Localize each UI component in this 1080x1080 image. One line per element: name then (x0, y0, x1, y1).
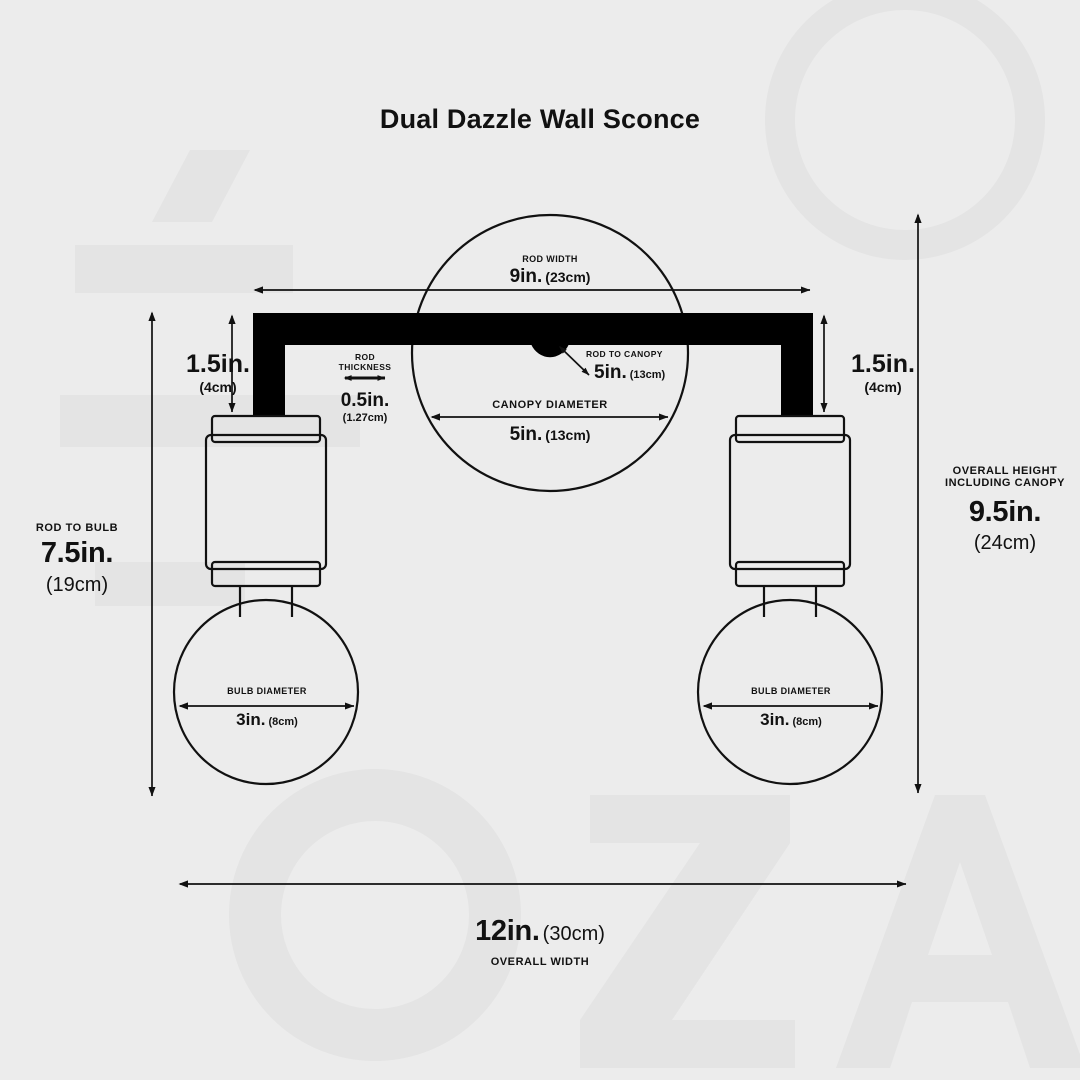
watermark-bar-2 (60, 395, 360, 447)
bulb-diameter-left-label: 3in. (8cm) (177, 710, 357, 729)
rod-to-bulb-caption: ROD TO BULB (35, 522, 119, 534)
rod-width-label: ROD WIDTH 9in. (23cm) (460, 254, 640, 287)
left-bulb-globe (172, 598, 360, 786)
rod-to-bulb-imperial: 7.5in. (40, 537, 114, 570)
page-title: Dual Dazzle Wall Sconce (379, 104, 701, 134)
right-bulb-neck (762, 585, 818, 617)
rod-thickness-label: 0.5in. (1.27cm) (305, 390, 425, 425)
canopy-diameter-metric: (13cm) (545, 427, 591, 443)
rod-to-canopy-imperial: 5in. (594, 361, 627, 383)
right-lamp (696, 414, 884, 786)
rod-width-imperial: 9in. (509, 266, 543, 288)
watermark-bar-1 (75, 245, 293, 293)
bulb-diameter-left-caption: BULB DIAMETER (227, 686, 307, 696)
rod-thickness-caption-block: ROD THICKNESS (305, 352, 425, 372)
canopy-diameter-caption: CANOPY DIAMETER (492, 399, 608, 411)
watermark-letter-z (580, 795, 795, 1068)
overall-height-caption-line1: OVERALL HEIGHT (952, 465, 1058, 477)
rod-width-metric: (23cm) (545, 269, 591, 286)
left-socket-cap-bottom (210, 560, 322, 588)
overall-width-label: 12in. (30cm) OVERALL WIDTH (390, 915, 690, 969)
overall-width-imperial: 12in. (475, 915, 540, 947)
watermark-ring-top (765, 0, 1045, 260)
rod-to-bulb-metric: (19cm) (45, 573, 109, 596)
bulb-diameter-right-metric: (8cm) (792, 716, 822, 728)
watermark-group (60, 0, 1080, 1068)
left-socket-cap-top (210, 414, 322, 444)
watermark-letter-a (836, 795, 1080, 1068)
rod-to-canopy-caption: ROD TO CANOPY (586, 349, 663, 359)
watermark-slash-top (152, 150, 250, 222)
right-socket-cap-bottom (734, 560, 846, 588)
left-bulb-neck (238, 585, 294, 617)
bulb-diameter-right-caption: BULB DIAMETER (751, 686, 831, 696)
overall-height-metric: (24cm) (973, 532, 1037, 555)
rod-thickness-caption-line2: THICKNESS (338, 361, 392, 372)
watermark-letter-o (229, 769, 521, 1061)
bulb-diameter-right-caption-block: BULB DIAMETER (701, 686, 881, 696)
drop-left-metric: (4cm) (199, 379, 237, 395)
bulb-diameter-left-caption-block: BULB DIAMETER (177, 686, 357, 696)
canopy-diameter-caption-block: CANOPY DIAMETER (430, 399, 670, 411)
left-socket-body (204, 433, 328, 571)
drop-right-imperial: 1.5in. (851, 350, 915, 378)
drop-left-imperial: 1.5in. (186, 350, 250, 378)
bulb-diameter-left-metric: (8cm) (268, 716, 298, 728)
canopy-diameter-imperial: 5in. (509, 424, 543, 445)
overall-height-imperial: 9.5in. (968, 495, 1042, 528)
canopy-diameter-label: 5in. (13cm) (430, 424, 670, 445)
rod-thickness-imperial: 0.5in. (340, 390, 390, 411)
right-bulb-globe (696, 598, 884, 786)
bulb-diameter-left-imperial: 3in. (236, 710, 266, 729)
overall-height-label: OVERALL HEIGHT INCLUDING CANOPY 9.5in. (… (930, 465, 1080, 554)
right-socket-body (728, 433, 852, 571)
rod-to-bulb-label: ROD TO BULB 7.5in. (19cm) (10, 522, 144, 596)
rod-to-canopy-label: ROD TO CANOPY 5in. (13cm) (586, 349, 726, 383)
bulb-diameter-right-imperial: 3in. (760, 710, 790, 729)
rod-width-caption: ROD WIDTH (522, 254, 578, 264)
drop-right-metric: (4cm) (864, 379, 902, 395)
drop-right-label: 1.5in. (4cm) (828, 350, 938, 396)
rod-thickness-metric: (1.27cm) (342, 412, 388, 425)
rod-to-canopy-dimension-line (558, 346, 590, 376)
left-lamp (172, 414, 360, 786)
rod-to-canopy-metric: (13cm) (629, 368, 666, 381)
canopy-circle (410, 213, 690, 493)
overall-width-caption: OVERALL WIDTH (490, 956, 590, 969)
mounting-rod (253, 313, 813, 417)
overall-width-metric: (30cm) (542, 923, 605, 945)
drop-left-label: 1.5in. (4cm) (163, 350, 273, 396)
rod-thickness-caption-line1: ROD (354, 352, 376, 362)
right-socket-cap-top (734, 414, 846, 444)
bulb-diameter-right-label: 3in. (8cm) (701, 710, 881, 729)
overall-height-caption-line2: INCLUDING CANOPY (944, 477, 1066, 490)
